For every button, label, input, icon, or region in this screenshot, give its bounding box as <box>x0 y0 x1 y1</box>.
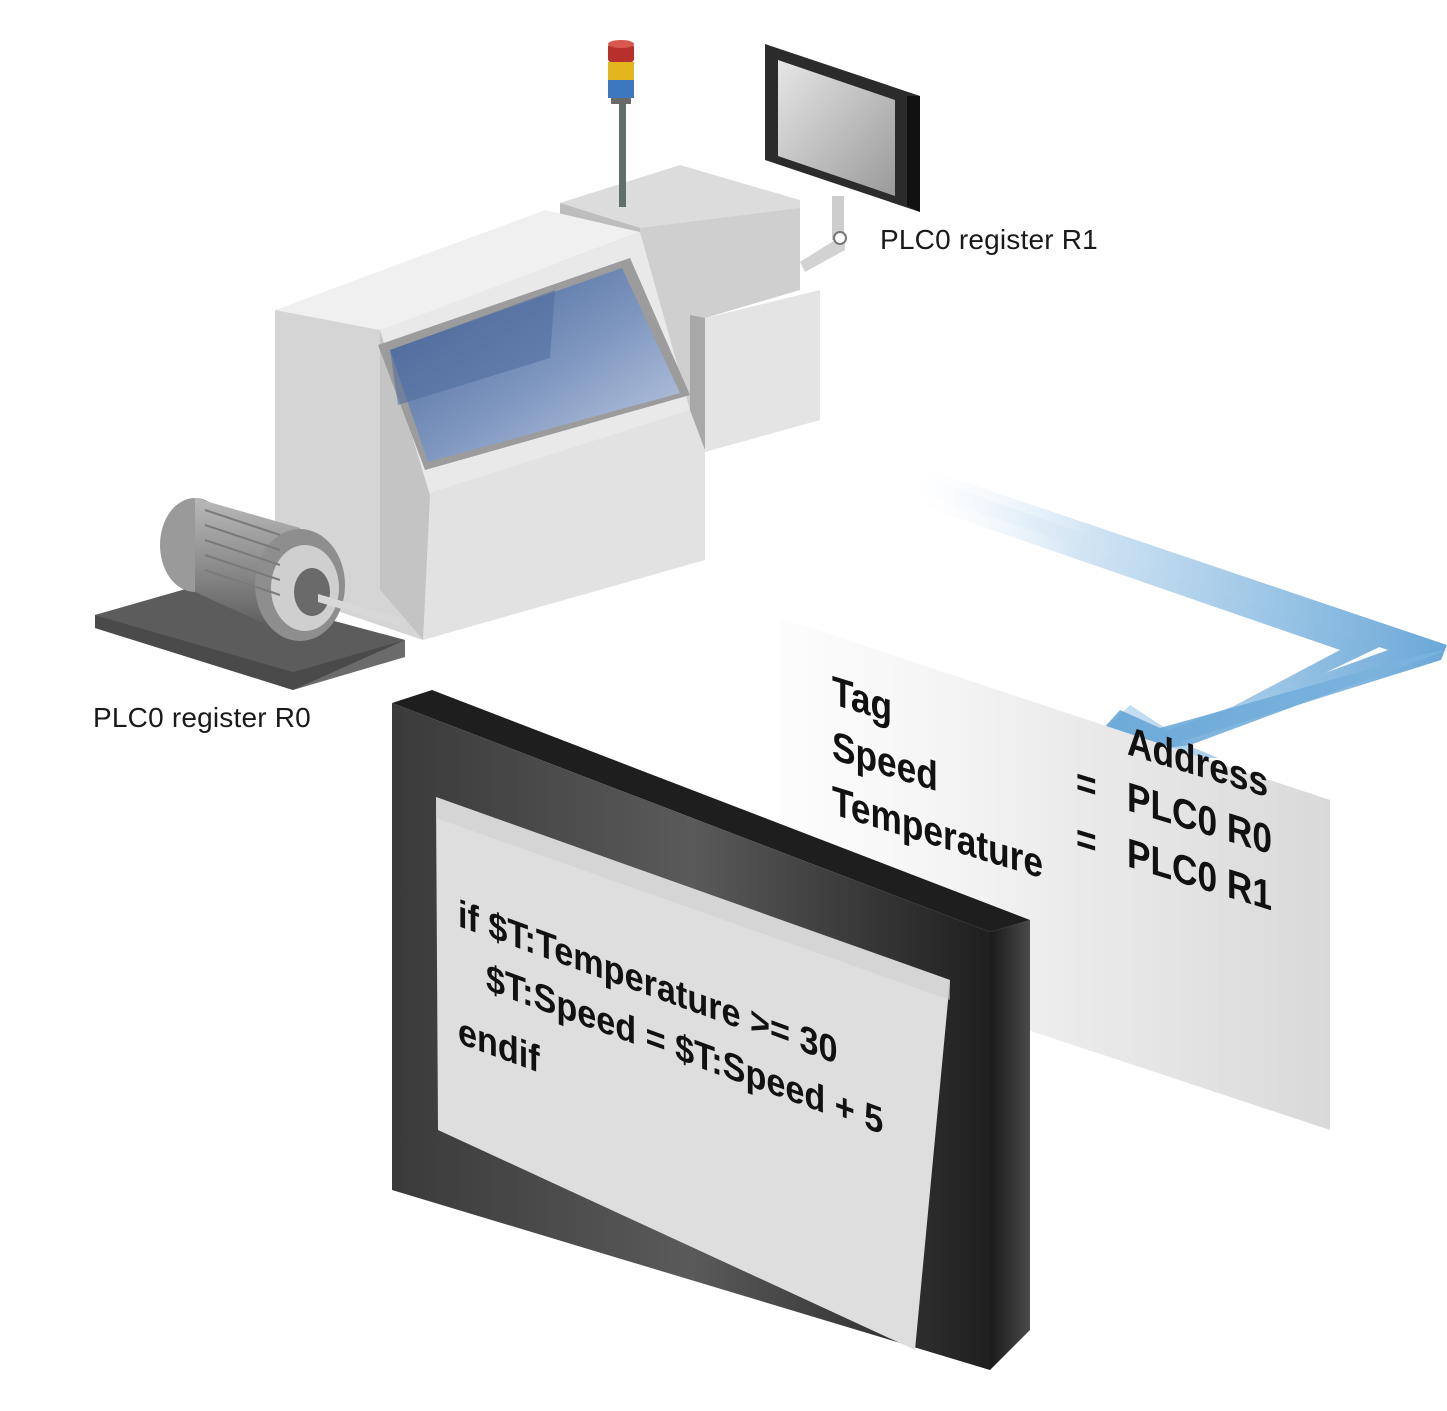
motor-register-label: PLC0 register R0 <box>93 702 311 733</box>
hmi-register-label: PLC0 register R1 <box>880 224 1098 255</box>
signal-tower-icon <box>608 40 634 207</box>
motor-icon <box>95 498 405 690</box>
data-flow-arrow-icon <box>905 462 1447 760</box>
tag-row-temperature-equals: = <box>1076 813 1097 866</box>
hmi-monitor-icon <box>765 44 920 272</box>
tag-row-speed-equals: = <box>1076 757 1097 810</box>
tag-sheet <box>780 618 1330 1130</box>
touch-panel-icon <box>392 690 1030 1370</box>
machine-icon <box>275 165 820 640</box>
